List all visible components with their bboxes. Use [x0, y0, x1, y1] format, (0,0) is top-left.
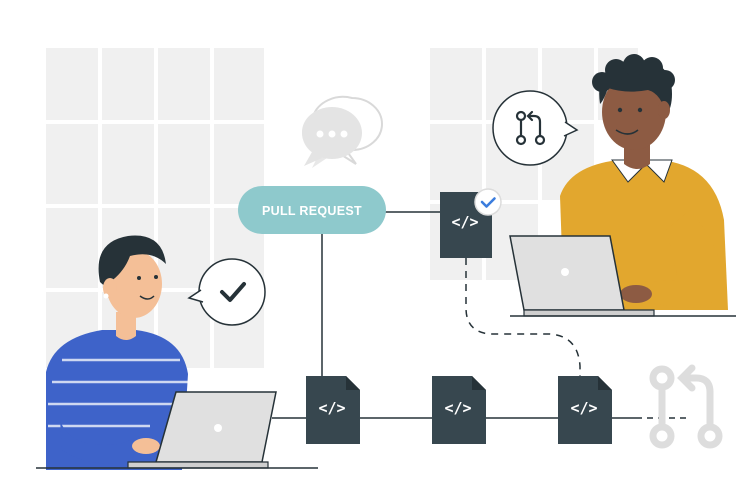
laptop-icon	[509, 235, 655, 317]
pull-request-icon	[515, 110, 546, 146]
pull-request-pill[interactable]: PULL REQUEST	[238, 186, 386, 234]
speech-bubble-pull-request	[492, 90, 579, 166]
pull-request-icon	[649, 364, 723, 449]
woman-character	[36, 235, 318, 470]
checkmark-icon	[220, 282, 246, 302]
file-card-2[interactable]: </>	[432, 376, 486, 444]
file-card-upper[interactable]: </>	[440, 188, 502, 258]
file-code-label: </>	[318, 399, 345, 417]
file-card-1[interactable]: </>	[306, 376, 360, 444]
file-code-label: </>	[444, 399, 471, 417]
check-badge-icon	[474, 188, 502, 216]
speech-bubble-check	[187, 258, 266, 326]
file-code-label: </>	[570, 399, 597, 417]
man-character	[509, 54, 736, 317]
file-card-3[interactable]: </>	[558, 376, 612, 444]
chat-bubbles-icon	[302, 95, 383, 168]
file-code-label: </>	[451, 213, 478, 231]
pull-request-label: PULL REQUEST	[262, 204, 362, 218]
